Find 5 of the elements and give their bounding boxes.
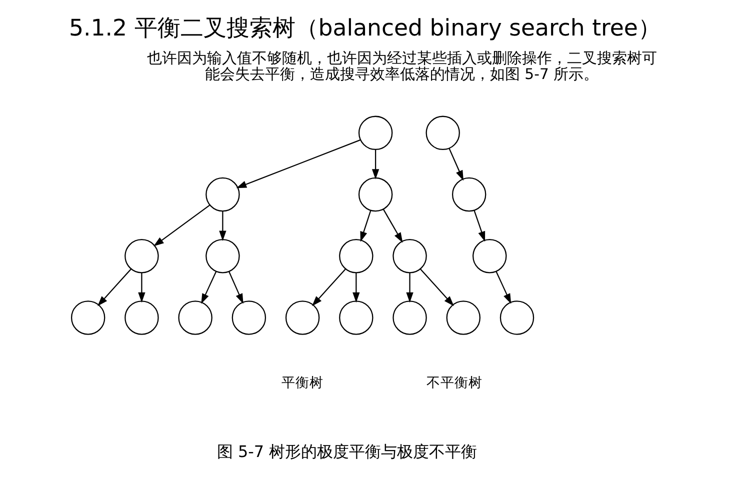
caption: 图 5-7 树形的极度平衡与极度不平衡 — [216, 442, 477, 462]
diagram-title: 5.1.2 平衡二叉搜索树（balanced binary search tree） — [68, 15, 660, 42]
label: 平衡树 — [281, 374, 324, 391]
label: 也许因为输入值不够随机，也许因为经过某些插入或删除操作，二叉搜索树可能会失去平衡，造成搜寻效率低落的情况，如图 5-7 所示。 — [146, 50, 656, 84]
label: 不平衡树 — [426, 374, 482, 391]
